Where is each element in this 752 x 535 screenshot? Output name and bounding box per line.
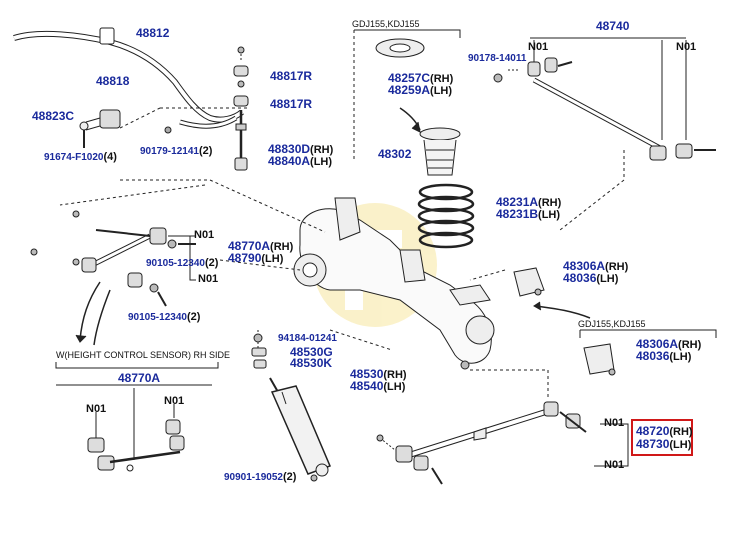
note-height-control-sensor: W(HEIGHT CONTROL SENSOR) RH SIDE — [56, 350, 231, 360]
label-n01-e: N01 — [86, 403, 107, 415]
highlight-box — [631, 419, 693, 456]
label-90105-12340-a: 90105-12340(2) — [146, 257, 219, 269]
label-48036-2: 48036(LH) — [636, 349, 692, 363]
label-n01-c: N01 — [194, 229, 215, 241]
label-90901-19052: 90901-19052(2) — [224, 471, 297, 483]
label-48817r-a: 48817R — [270, 69, 313, 83]
label-48812: 48812 — [136, 26, 170, 40]
label-48818: 48818 — [96, 74, 130, 88]
label-90179-12141: 90179-12141(2) — [140, 145, 213, 157]
label-48306a-2: 48306A(RH) — [636, 337, 702, 351]
label-48730[interactable]: 48730(LH) — [636, 437, 692, 451]
label-48530k: 48530K — [290, 356, 333, 370]
label-48306a-1: 48306A(RH) — [563, 259, 629, 273]
bump-stopper-drawing — [419, 127, 461, 176]
label-48770a: 48770A(RH) — [228, 239, 294, 253]
label-48817r-b: 48817R — [270, 97, 313, 111]
label-94184-01241: 94184-01241 — [278, 333, 337, 344]
label-48530g: 48530G — [290, 345, 333, 359]
label-n01-d: N01 — [198, 273, 219, 285]
label-48740: 48740 — [596, 19, 630, 33]
label-48770a-sensor: 48770A — [118, 371, 161, 385]
note-gdj155-top: GDJ155,KDJ155 — [352, 19, 420, 29]
coil-spring-drawing — [417, 183, 475, 249]
label-48823c: 48823C — [32, 109, 75, 123]
label-n01-g: N01 — [604, 417, 625, 429]
label-48540: 48540(LH) — [350, 379, 406, 393]
note-gdj155-mid: GDJ155,KDJ155 — [578, 319, 646, 329]
label-48302: 48302 — [378, 147, 412, 161]
label-48840a: 48840A(LH) — [268, 154, 333, 168]
label-91674-f1020: 91674-F1020(4) — [44, 151, 117, 163]
label-48720[interactable]: 48720(RH) — [636, 424, 693, 438]
label-90105-12340-b: 90105-12340(2) — [128, 311, 201, 323]
label-n01-a: N01 — [528, 41, 549, 53]
label-n01-f: N01 — [164, 395, 185, 407]
lateral-rod-drawing — [493, 37, 716, 231]
label-48259a: 48259A(LH) — [388, 83, 453, 97]
label-48257c: 48257C(RH) — [388, 71, 454, 85]
label-48231a: 48231A(RH) — [496, 195, 562, 209]
sensor-link-drawing — [87, 419, 185, 472]
label-48231b: 48231B(LH) — [496, 207, 561, 221]
axle-housing-drawing — [293, 197, 495, 370]
label-48036-1: 48036(LH) — [563, 271, 619, 285]
label-90178-14011: 90178-14011 — [468, 53, 527, 64]
lower-control-arm-drawing — [376, 401, 629, 485]
label-48530: 48530(RH) — [350, 367, 407, 381]
upper-control-arm-drawing — [30, 210, 196, 307]
spring-seat-drawing — [353, 29, 461, 160]
label-n01-b: N01 — [676, 41, 697, 53]
shock-absorber-drawing — [251, 333, 331, 482]
label-48830d: 48830D(RH) — [268, 142, 334, 156]
bushing-drawing — [79, 109, 121, 148]
label-48790: 48790(LH) — [228, 251, 284, 265]
bump-bracket-drawing — [513, 267, 717, 376]
stabilizer-link-drawing — [233, 46, 249, 171]
label-n01-h: N01 — [604, 459, 625, 471]
